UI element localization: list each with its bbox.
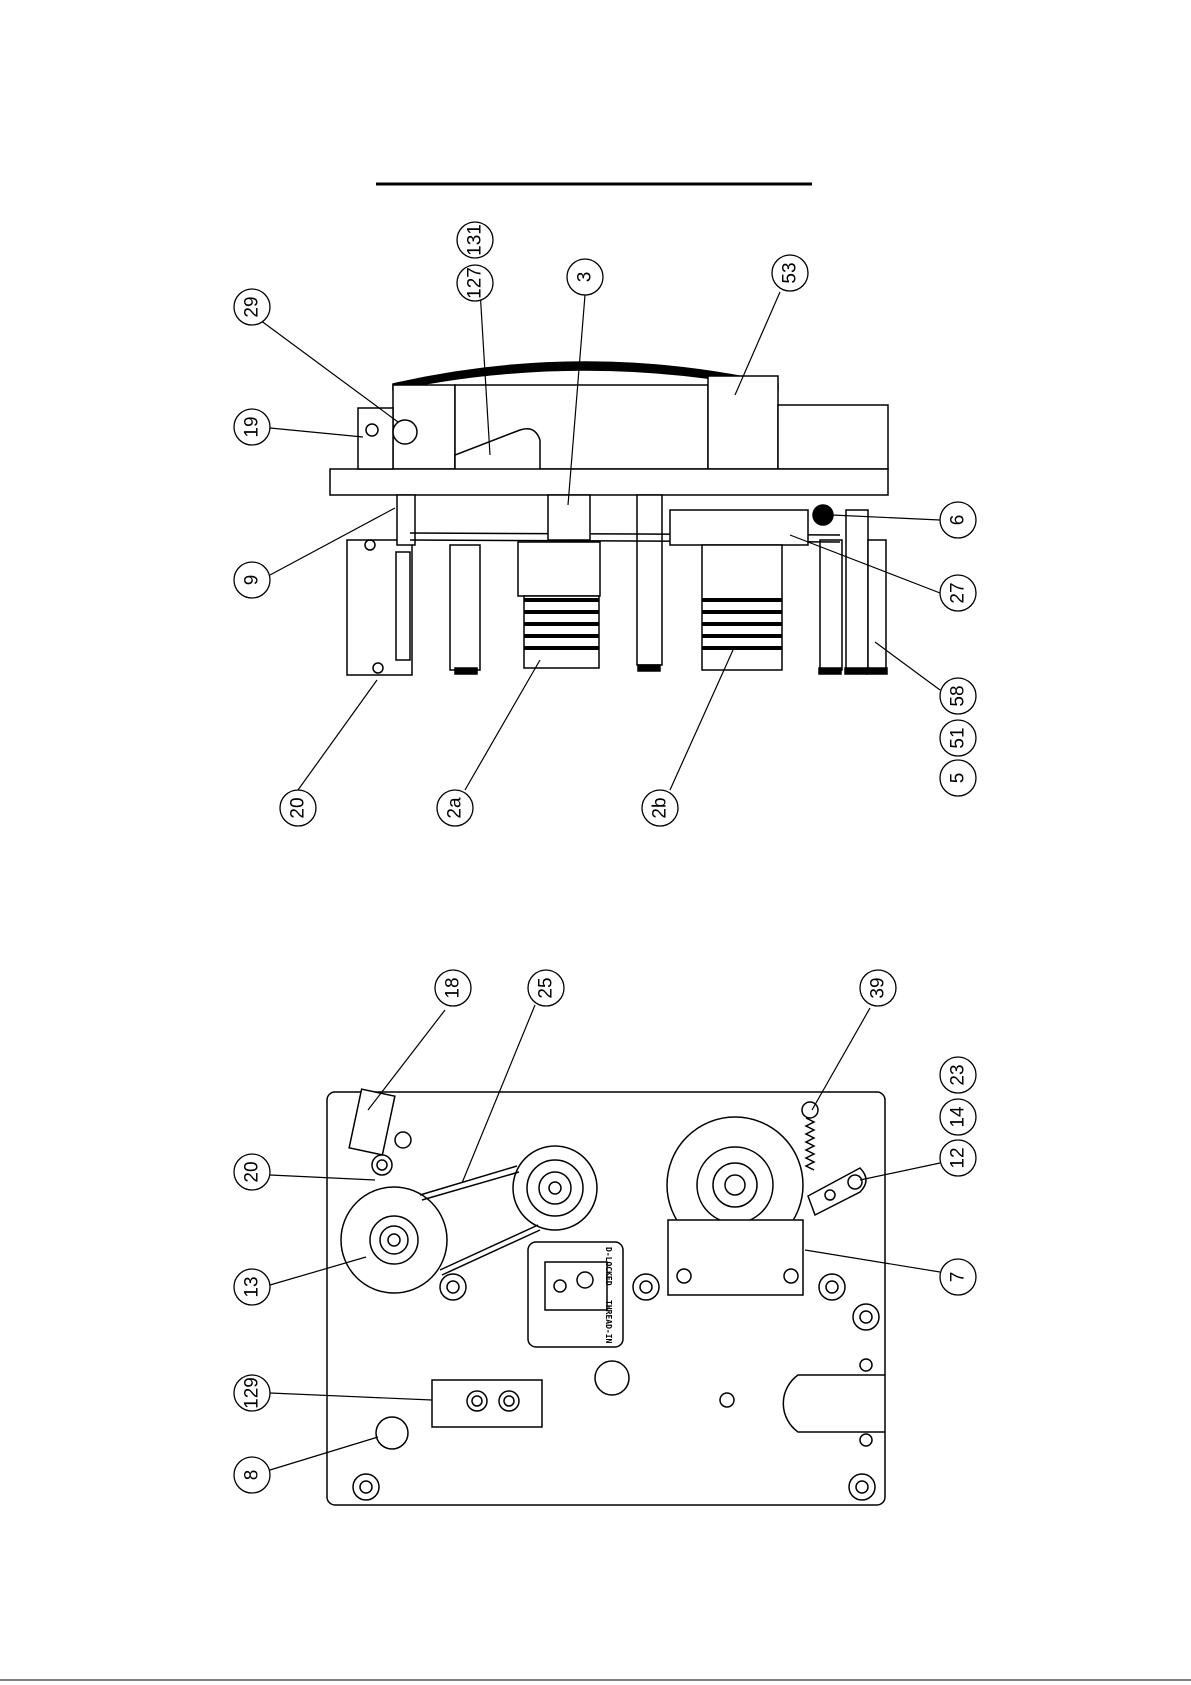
- callout-127-label: 127: [465, 267, 486, 299]
- callout-12-label: 12: [948, 1147, 969, 1168]
- callout-29-label: 29: [242, 296, 263, 317]
- pillar-2: [450, 545, 480, 670]
- pillar-3: [637, 495, 662, 665]
- roller-2a-body: [524, 596, 599, 668]
- callout-39-label: 39: [868, 977, 889, 998]
- front-view: [327, 1089, 885, 1505]
- callout-27-label: 27: [948, 582, 969, 603]
- callout-2a-label: 2a: [445, 797, 466, 819]
- callout-3: 3: [567, 259, 603, 295]
- callout-9-label: 9: [242, 575, 263, 586]
- callout-6-label: 6: [948, 515, 969, 526]
- callout-2b-label: 2b: [650, 797, 671, 818]
- callout-7-label: 7: [948, 1272, 969, 1283]
- callout-23-label: 23: [948, 1064, 969, 1085]
- callout-27: 27: [940, 575, 976, 611]
- callout-8-label: 8: [242, 1470, 263, 1481]
- pin-19: [358, 408, 393, 469]
- callout-58-label: 58: [948, 685, 969, 706]
- callout-12: 12: [940, 1140, 976, 1176]
- callout-131-label: 131: [465, 224, 486, 256]
- panel-text-top: D-LOCKED: [604, 1247, 613, 1286]
- callout-5-label: 5: [948, 773, 969, 784]
- callout-23: 23: [940, 1057, 976, 1093]
- callout-129-label: 129: [242, 1377, 263, 1409]
- callout-20-front-label: 20: [242, 1161, 263, 1182]
- hub-3: [548, 495, 590, 540]
- callout-20: 20: [280, 790, 316, 826]
- callout-6: 6: [940, 502, 976, 538]
- roller-2a-cap: [518, 542, 600, 596]
- roller-2b-cap: [670, 510, 808, 545]
- callout-9: 9: [234, 562, 270, 598]
- callout-2b: 2b: [642, 790, 678, 826]
- callout-53-label: 53: [780, 262, 801, 283]
- callout-18: 18: [435, 970, 471, 1006]
- pillar-6: [868, 540, 886, 670]
- callout-129: 129: [234, 1375, 270, 1411]
- callout-18-label: 18: [443, 977, 464, 998]
- pillar-4: [820, 540, 842, 670]
- callout-39: 39: [860, 970, 896, 1006]
- callout-29: 29: [234, 289, 270, 325]
- callout-3-label: 3: [575, 272, 596, 283]
- callout-2a: 2a: [437, 790, 473, 826]
- callout-14: 14: [940, 1099, 976, 1135]
- pulley-outer: [513, 1146, 597, 1230]
- roller-2b-body: [702, 545, 782, 670]
- callout-58: 58: [940, 678, 976, 714]
- callout-51-label: 51: [948, 727, 969, 748]
- housing-right-block: [708, 376, 778, 469]
- callout-13: 13: [234, 1269, 270, 1305]
- roller-29: [393, 420, 417, 444]
- callout-51: 51: [940, 720, 976, 756]
- roller-13-outer: [341, 1187, 447, 1293]
- callout-5: 5: [940, 760, 976, 796]
- callout-127: 127: [457, 265, 493, 301]
- callout-7: 7: [940, 1259, 976, 1295]
- callout-8: 8: [234, 1457, 270, 1493]
- bracket-7: [668, 1220, 803, 1295]
- callout-131: 131: [457, 222, 493, 258]
- callout-25-label: 25: [536, 977, 557, 998]
- left-bracket-strip: [396, 552, 410, 660]
- callout-53: 53: [772, 255, 808, 291]
- callout-19-label: 19: [242, 416, 263, 437]
- callout-20-front: 20: [234, 1154, 270, 1190]
- pillar-1: [397, 495, 415, 545]
- base-plate: [330, 469, 888, 495]
- callout-14-label: 14: [948, 1106, 969, 1128]
- callout-13-label: 13: [242, 1276, 263, 1297]
- housing-right-box: [778, 405, 888, 469]
- top-view: [330, 362, 888, 675]
- callout-25: 25: [528, 970, 564, 1006]
- callout-19: 19: [234, 409, 270, 445]
- pillar-5: [846, 510, 868, 670]
- callout-20-label: 20: [288, 797, 309, 818]
- screw-6: [813, 505, 833, 525]
- panel-text-bottom: THREAD-IN: [604, 1300, 613, 1344]
